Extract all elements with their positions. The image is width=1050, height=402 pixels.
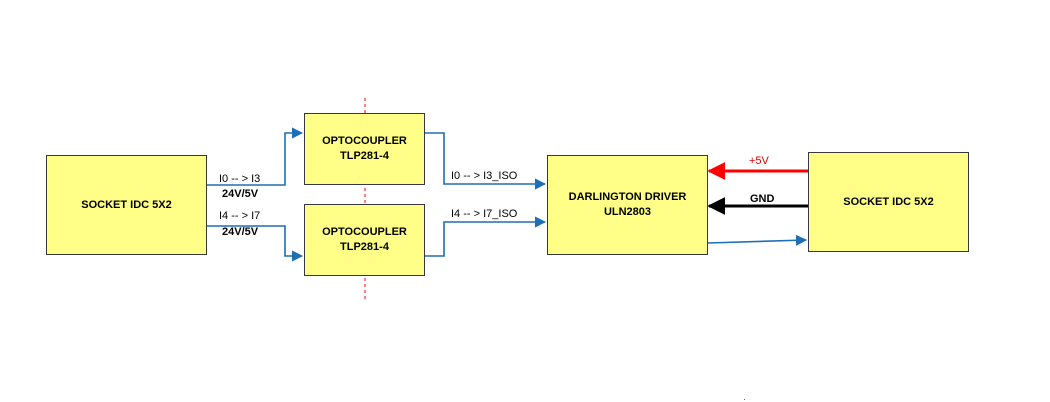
connector-socket-to-opto-top: [207, 127, 304, 186]
darlington-label-1: DARLINGTON DRIVER: [568, 191, 687, 203]
socket-right-box: SOCKET IDC 5X2: [808, 152, 969, 252]
iso-bottom-label: I4 -- > I7_ISO: [451, 208, 518, 220]
input-top-range-label: I0 -- > I3: [219, 173, 261, 185]
connector-darlington-to-socket-right: [707, 234, 808, 246]
input-bottom-voltage-label: 24V/5V: [222, 226, 259, 238]
stray-dot: [744, 399, 745, 400]
optocoupler-top-label-1: OPTOCOUPLER: [322, 135, 407, 147]
darlington-box: DARLINGTON DRIVER ULN2803: [547, 155, 708, 255]
optocoupler-top-box: OPTOCOUPLER TLP281-4: [304, 113, 425, 185]
ground-label: GND: [750, 193, 775, 205]
socket-left-label: SOCKET IDC 5X2: [81, 198, 172, 211]
input-bottom-range-label: I4 -- > I7: [219, 210, 261, 222]
optocoupler-bottom-label-1: OPTOCOUPLER: [322, 226, 407, 238]
socket-left-box: SOCKET IDC 5X2: [46, 155, 207, 255]
iso-top-label: I0 -- > I3_ISO: [451, 170, 518, 182]
connector-opto-top-to-darlington: [425, 132, 547, 190]
darlington-label-2: ULN2803: [603, 206, 652, 218]
input-top-voltage-label: 24V/5V: [222, 188, 259, 200]
socket-right-label: SOCKET IDC 5X2: [843, 195, 934, 208]
optocoupler-top-label-2: TLP281-4: [340, 150, 389, 162]
optocoupler-bottom-label-2: TLP281-4: [340, 241, 389, 253]
connector-opto-bottom-to-darlington: [425, 216, 547, 257]
power-label: +5V: [749, 155, 769, 167]
optocoupler-bottom-box: OPTOCOUPLER TLP281-4: [304, 204, 425, 276]
connector-socket-to-opto-bottom: [207, 225, 304, 262]
